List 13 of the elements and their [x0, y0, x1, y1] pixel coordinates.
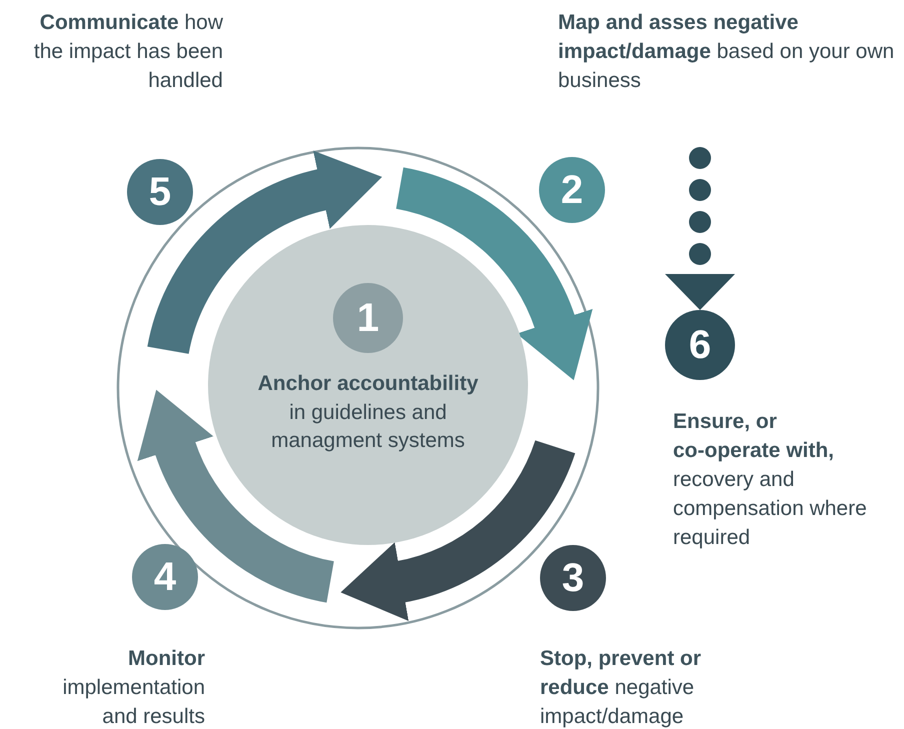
step-description: Ensure, or co-operate with, recovery and compensation where required: [673, 409, 868, 551]
description: in guidelines and managment systems: [270, 400, 466, 454]
step-number-circle: 6: [665, 310, 735, 380]
step-description: Communicate how the impact has been handled: [32, 10, 223, 94]
heading: Anchor accountability: [256, 371, 480, 397]
step-number-circle: 2: [539, 157, 605, 223]
step-number: 1: [333, 283, 403, 353]
step-description: Stop, prevent or reduce negative impact/damage: [540, 646, 702, 729]
step-number-circle: 5: [127, 159, 193, 225]
step-number-circle: 4: [132, 544, 198, 610]
step-description: Map and asses negative impact/damage based on your own business: [558, 10, 896, 94]
step-description: Monitor implementation and results: [62, 646, 205, 729]
step-number-circle: 3: [540, 545, 606, 611]
